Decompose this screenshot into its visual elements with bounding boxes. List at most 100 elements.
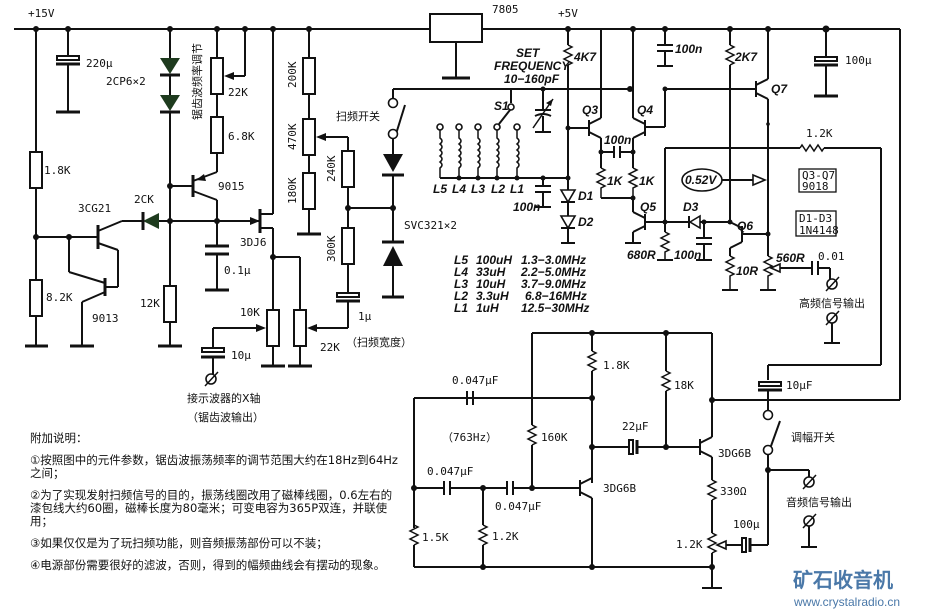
label-3dg6b-1: 3DG6B [603, 482, 636, 495]
watermark-name: 矿石收音机 [793, 568, 893, 592]
watermark-url: www.crystalradio.cn [793, 595, 900, 609]
label-1k2-fb: 1.2K [806, 127, 833, 140]
note-item: ①按照图中的元件参数，锯齿波振荡频率的调节范围大约在18Hz到64Hz之间； [30, 453, 398, 480]
label-am-switch: 调幅开关 [791, 430, 835, 444]
label-100n-a: 100n [513, 200, 540, 214]
label-763hz: （763Hz） [442, 431, 497, 444]
label-af-output: 音频信号输出 [786, 495, 852, 509]
coil-table: L5 100uH 1.3−3.0MHz L4 33uH 2.2−5.0MHz L… [454, 253, 589, 315]
regulator-7805 [429, 13, 483, 43]
label-220u: 220μ [86, 57, 113, 70]
note-item: ④电源部份需要很好的滤波，否则，得到的幅频曲线会有摆动的现象。 [30, 558, 386, 572]
svg-text:3.3uH: 3.3uH [476, 289, 509, 303]
label-q3: Q3 [582, 103, 598, 117]
label-1u: 1μ [358, 310, 372, 323]
label-rf-output: 高频信号输出 [799, 296, 865, 310]
label-10k-pot: 10K [240, 306, 260, 319]
label-7805: 7805 [492, 3, 519, 16]
label-1k2-pot: 1.2K [676, 538, 703, 551]
label-plus5v: +5V [558, 7, 578, 20]
note-item: ②为了实现发射扫频信号的目的，振荡线圈改用了磁棒线圈，0.6左右的漆包线大约60… [30, 488, 393, 528]
label-l4: L4 [452, 182, 466, 196]
label-1k-b: 1K [639, 174, 656, 188]
label-9013: 9013 [92, 312, 119, 325]
label-d1: D1 [578, 189, 594, 203]
svg-text:L2: L2 [454, 289, 468, 303]
sweep-bias [297, 29, 633, 332]
label-freq-adjust: 锯齿波频率调节 [190, 43, 204, 120]
label-q6: Q6 [737, 219, 753, 233]
rf-oscillator [436, 29, 882, 380]
svg-text:12.5−30MHz: 12.5−30MHz [521, 301, 589, 315]
notes-title: 附加说明： [30, 431, 88, 445]
sawtooth-generator [25, 29, 312, 387]
label-300k: 300K [325, 235, 338, 262]
label-3dj6: 3DJ6 [240, 236, 267, 249]
legend-q-part: 9018 [802, 180, 829, 193]
label-svc321: SVC321×2 [404, 219, 457, 232]
label-680r: 680R [627, 248, 656, 262]
label-22k-width: 22K [320, 341, 340, 354]
label-100n-b: 100n [604, 133, 631, 147]
label-l5: L5 [433, 182, 447, 196]
power-rail [14, 13, 901, 401]
label-0u1: 0.1μ [224, 264, 251, 277]
coil-bank [436, 123, 571, 181]
label-200k: 200K [286, 61, 299, 88]
label-1k2-audio: 1.2K [492, 530, 519, 543]
label-100u: 100μ [845, 54, 872, 67]
label-18k: 18K [674, 379, 694, 392]
label-330ohm: 330Ω [720, 485, 747, 498]
label-0047-left: 0.047μF [427, 465, 473, 478]
label-d3: D3 [683, 200, 699, 214]
notes-block: 附加说明： ①按照图中的元件参数，锯齿波振荡频率的调节范围大约在18Hz到64H… [30, 432, 400, 581]
label-q7: Q7 [771, 82, 788, 96]
label-10u: 10μ [231, 349, 251, 362]
label-plus15v: +15V [28, 7, 55, 20]
svg-text:1.3−3.0MHz: 1.3−3.0MHz [521, 253, 586, 267]
svg-text:2.2−5.0MHz: 2.2−5.0MHz [520, 265, 586, 279]
label-22k-pot: 22K [228, 86, 248, 99]
label-240k: 240K [325, 155, 338, 182]
label-100u-audio: 100μ [733, 518, 760, 531]
label-1k8: 1.8K [44, 164, 71, 177]
label-set: SET [516, 46, 541, 60]
label-d2: D2 [578, 215, 594, 229]
label-10uf: 10μF [786, 379, 813, 392]
label-0047-top: 0.047μF [452, 374, 498, 387]
label-10r: 10R [736, 264, 758, 278]
svg-text:6.8−16MHz: 6.8−16MHz [525, 289, 587, 303]
label-470k: 470K [286, 123, 299, 150]
label-4k7: 4K7 [573, 50, 597, 64]
svg-text:100uH: 100uH [476, 253, 512, 267]
label-2k7: 2K7 [734, 50, 758, 64]
coil-table-row: L2 3.3uH 6.8−16MHz [454, 289, 587, 303]
svg-text:1uH: 1uH [476, 301, 499, 315]
label-10-160pf: 10−160pF [504, 72, 560, 86]
label-xaxis: 接示波器的X轴 [187, 391, 261, 405]
svg-text:L1: L1 [454, 301, 468, 315]
label-12k: 12K [140, 297, 160, 310]
label-l3: L3 [471, 182, 485, 196]
svg-text:L5: L5 [454, 253, 468, 267]
label-180k: 180K [286, 177, 299, 204]
label-frequency: FREQUENCY [494, 59, 570, 73]
label-100n-c: 100n [674, 248, 701, 262]
label-3dg6b-2: 3DG6B [718, 447, 751, 460]
label-22uf: 22μF [622, 420, 649, 433]
label-sweep-width: （扫频宽度） [346, 335, 412, 349]
label-1k-a: 1K [607, 174, 624, 188]
label-0-01: 0.01 [818, 250, 845, 263]
label-6k8: 6.8K [228, 130, 255, 143]
coil-table-row: L3 10uH 3.7−9.0MHz [454, 277, 586, 291]
label-s1: S1 [494, 99, 509, 113]
audio-oscillator [408, 330, 817, 589]
label-560r: 560R [776, 251, 805, 265]
svg-text:L3: L3 [454, 277, 468, 291]
svg-text:L4: L4 [454, 265, 468, 279]
label-l2: L2 [491, 182, 505, 196]
coil-table-row: L1 1uH 12.5−30MHz [454, 301, 589, 315]
legend-d-range: D1-D3 [799, 212, 832, 225]
coil-table-row: L4 33uH 2.2−5.0MHz [454, 265, 586, 279]
